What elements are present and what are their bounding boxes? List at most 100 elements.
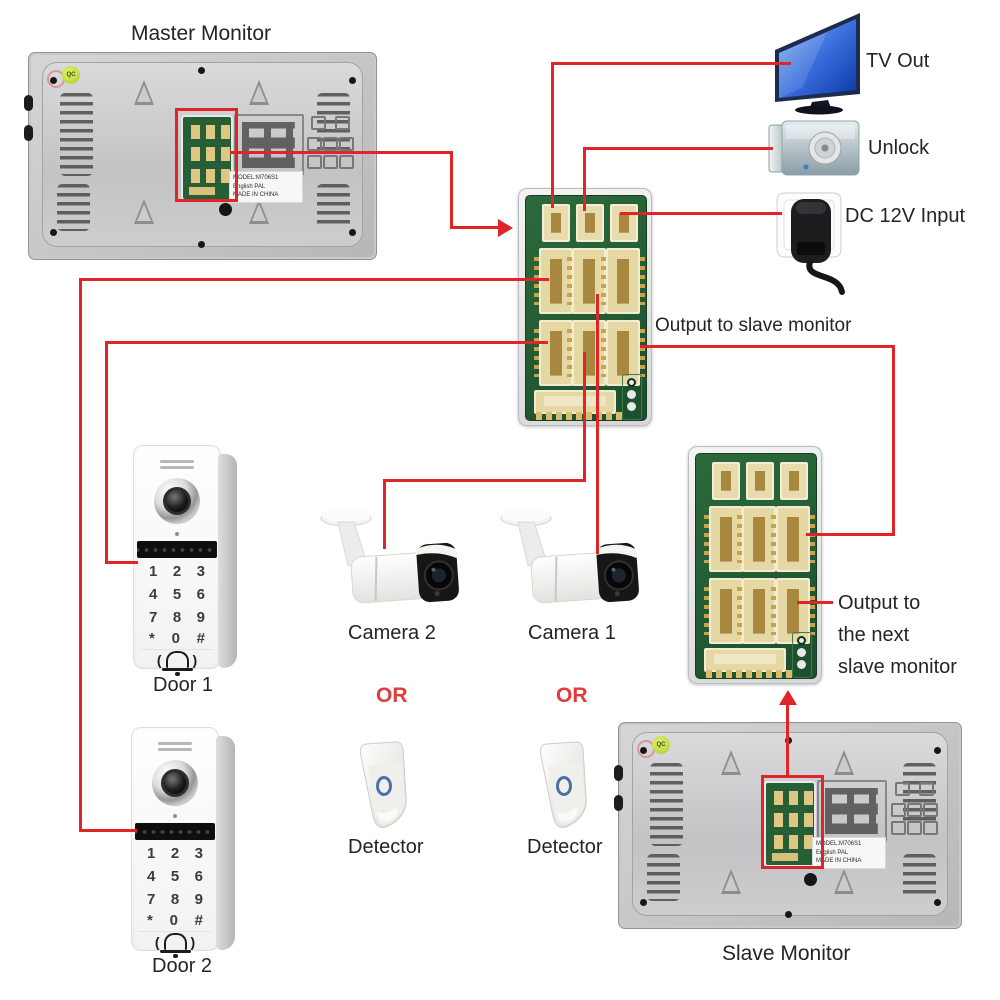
- pcb-surface: [695, 453, 817, 679]
- side-button: [24, 95, 33, 111]
- hole: [797, 636, 806, 645]
- vent-grille: [647, 854, 680, 901]
- qc-sticker: QC: [652, 736, 670, 754]
- camera1-icon: [500, 508, 639, 604]
- connector-small: [576, 204, 604, 242]
- port-outline: [339, 137, 354, 151]
- door1-label: Door 1: [153, 674, 214, 696]
- pcb-bottom-connector: [189, 187, 215, 195]
- wire-door1: [105, 341, 548, 344]
- mount-slot: [249, 199, 269, 224]
- mount-holes: [792, 632, 812, 678]
- vent-grille: [903, 854, 936, 899]
- key-6: 6: [196, 586, 205, 603]
- doorbell-icon: [159, 933, 191, 958]
- connector-large: [771, 506, 815, 572]
- slave-monitor-title: Slave Monitor: [722, 942, 851, 965]
- screw: [349, 77, 356, 84]
- model-number: MODEL:M706S1: [233, 175, 279, 181]
- key-star: *: [149, 630, 155, 647]
- screw: [640, 899, 647, 906]
- port-outline: [339, 155, 354, 169]
- key-9: 9: [194, 891, 203, 908]
- wire-door1: [105, 561, 138, 564]
- port-outline: [907, 821, 922, 835]
- wire-camera2: [383, 479, 386, 549]
- speaker-slot: [160, 460, 194, 463]
- qc-text: QC: [656, 742, 666, 748]
- key-3: 3: [194, 845, 203, 862]
- mount-slot: [249, 80, 269, 105]
- master-monitor-title: Master Monitor: [131, 22, 272, 45]
- lens-glass: [163, 487, 191, 515]
- pcb-connectors: [191, 125, 200, 139]
- doorbell-icon: [161, 651, 193, 676]
- qc-sticker: QC: [62, 66, 80, 84]
- wire-camera2: [583, 352, 586, 482]
- detector-right-label: Detector: [527, 836, 603, 858]
- pcb-surface: [525, 195, 647, 421]
- dc-adapter-icon: [776, 192, 845, 295]
- connector-small: [746, 462, 774, 500]
- key-1: 1: [149, 563, 158, 580]
- qc-text: QC: [66, 72, 76, 78]
- connector-small: [780, 462, 808, 500]
- door2-label: Door 2: [152, 955, 213, 977]
- mic-hole: [175, 532, 179, 536]
- output-next-line1: Output to: [838, 592, 921, 614]
- wire-output-slave: [640, 345, 895, 348]
- wire-slave-arrow: [786, 703, 789, 778]
- port-outline: [323, 137, 338, 151]
- wire-camera1: [596, 294, 599, 554]
- vent-grille: [317, 184, 350, 229]
- ir-strip: [135, 823, 215, 840]
- master-monitor: QC MODEL:M706S1 English PAL MADE: [24, 52, 377, 260]
- sound-wave-icon: ): [192, 651, 198, 668]
- port-outline: [923, 803, 938, 817]
- mount-slot: [834, 750, 854, 775]
- wire-door2: [79, 278, 82, 832]
- wire-master-to-board: [230, 151, 452, 154]
- sound-wave-icon: ): [190, 933, 196, 950]
- connector-bank: [817, 780, 887, 842]
- connector-large: [771, 578, 815, 644]
- connector-small: [610, 204, 638, 242]
- camera2-icon: [320, 508, 459, 604]
- key-8: 8: [170, 891, 180, 908]
- port-outline: [923, 821, 938, 835]
- door-camera-lens: [152, 760, 198, 806]
- port-outline: [919, 782, 934, 796]
- divider: [140, 649, 214, 650]
- port-outline: [895, 782, 910, 796]
- key-7: 7: [149, 609, 158, 626]
- highlight-slave-pcb: [761, 775, 824, 869]
- detector-right-icon: [540, 741, 587, 828]
- port-outline: [891, 803, 906, 817]
- port-outline: [907, 803, 922, 817]
- key-6: 6: [194, 868, 203, 885]
- key-7: 7: [147, 891, 156, 908]
- key-5: 5: [172, 586, 182, 603]
- mount-slot: [834, 869, 854, 894]
- door-camera-lens: [154, 478, 200, 524]
- key-2: 2: [170, 845, 180, 862]
- model-origin: MADE IN CHINA: [233, 192, 279, 198]
- speaker-slot: [158, 742, 192, 745]
- tv-out-label: TV Out: [866, 50, 930, 72]
- key-3: 3: [196, 563, 205, 580]
- screw: [219, 203, 232, 216]
- key-hash: #: [194, 912, 203, 929]
- wire-camera2: [383, 479, 586, 482]
- dc-input-label: DC 12V Input: [845, 205, 966, 227]
- monitor-pcb: [181, 115, 233, 201]
- screw: [349, 229, 356, 236]
- keypad-row: *0#: [134, 630, 220, 647]
- key-hash: #: [196, 630, 205, 647]
- key-4: 4: [147, 868, 156, 885]
